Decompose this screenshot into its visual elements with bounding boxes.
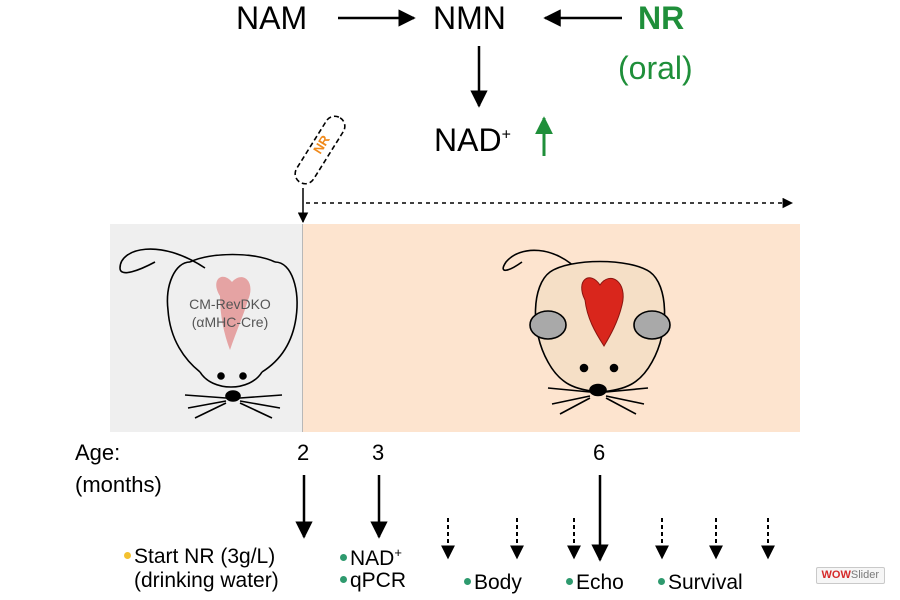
legend-survival-text: Survival bbox=[668, 571, 743, 594]
green-dot-icon bbox=[340, 554, 347, 561]
control-heart-icon bbox=[216, 276, 251, 350]
treated-mouse bbox=[502, 249, 671, 415]
age-tick-6: 6 bbox=[593, 440, 606, 465]
age-unit-label: (months) bbox=[75, 472, 162, 497]
nam-label: NAM bbox=[236, 0, 308, 36]
legend-start-nr-text: Start NR (3g/L) bbox=[134, 545, 276, 568]
control-mouse bbox=[119, 248, 298, 419]
legend-qpcr: qPCR bbox=[340, 570, 406, 591]
watermark-brand-red: WOW bbox=[821, 569, 851, 581]
nmn-label: NMN bbox=[433, 0, 506, 36]
nad-text: NAD bbox=[434, 122, 502, 158]
mouse-cre-driver: (αMHC-Cre) bbox=[191, 313, 269, 330]
legend-body: Body bbox=[464, 572, 522, 593]
wowslider-watermark[interactable]: WOWSlider bbox=[815, 567, 885, 584]
legend-nad: NAD+ bbox=[340, 546, 402, 569]
green-dot-icon bbox=[340, 576, 347, 583]
age-label: Age: bbox=[75, 440, 121, 465]
control-mouse-label: CM-RevDKO (αMHC-Cre) bbox=[160, 296, 300, 331]
nad-superscript: + bbox=[501, 126, 511, 144]
panel-divider bbox=[302, 224, 303, 432]
legend-nad-text: NAD bbox=[350, 547, 395, 570]
age-tick-3: 3 bbox=[372, 440, 385, 465]
watermark-brand-rest: Slider bbox=[850, 569, 879, 581]
legend-drinking-water: (drinking water) bbox=[134, 569, 279, 592]
nad-label: NAD+ bbox=[434, 124, 511, 156]
nr-label: NR bbox=[638, 0, 685, 36]
legend-qpcr-text: qPCR bbox=[350, 569, 407, 592]
enlarged-heart-icon bbox=[581, 277, 624, 347]
legend-nad-superscript: + bbox=[394, 545, 402, 560]
green-dot-icon bbox=[464, 578, 471, 585]
legend-echo: Echo bbox=[566, 572, 624, 593]
legend-start-nr: Start NR (3g/L) bbox=[124, 546, 275, 567]
legend-echo-text: Echo bbox=[576, 571, 624, 594]
green-dot-icon bbox=[566, 578, 573, 585]
legend-body-text: Body bbox=[474, 571, 522, 594]
green-dot-icon bbox=[658, 578, 665, 585]
mouse-genotype: CM-RevDKO bbox=[189, 296, 271, 312]
legend-survival: Survival bbox=[658, 572, 743, 593]
age-tick-2: 2 bbox=[297, 440, 310, 465]
nr-oral-label: (oral) bbox=[618, 50, 693, 86]
yellow-dot-icon bbox=[124, 552, 131, 559]
